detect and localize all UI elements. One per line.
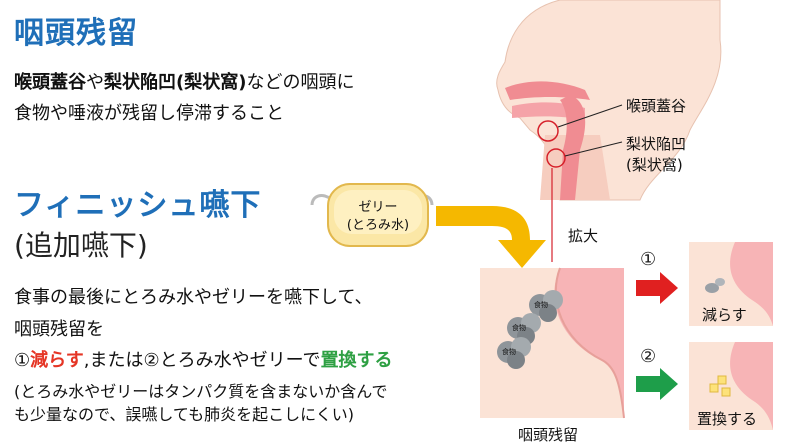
jelly-icon <box>310 183 434 247</box>
jelly-label: ゼリー (とろみ水) <box>330 199 426 235</box>
intro-line-2: 食物や唾液が残留し停滞すること <box>14 103 284 124</box>
label-piriform: 梨状陥凹 <box>626 135 687 153</box>
body-line-3: ①減らす,または②とろみ水やゼリーで置換する <box>14 346 393 372</box>
heading-additional-swallow: (追加嚥下) <box>14 229 148 262</box>
term-piriform: 梨状陥凹(梨状窩) <box>104 72 247 93</box>
label-vallecula: 喉頭蓋谷 <box>626 97 687 115</box>
option-num-1: ① <box>640 249 657 270</box>
option-num-2: ② <box>640 346 657 367</box>
option-replace-label: 置換する <box>697 410 758 428</box>
intro-line-1: 喉頭蓋谷や梨状陥凹(梨状窩)などの咽頭に <box>14 68 354 94</box>
jelly-label-line-2: (とろみ水) <box>346 218 410 233</box>
yellow-arrow-icon <box>436 206 546 268</box>
intro-tail: などの咽頭に <box>246 72 355 93</box>
option2-panel <box>689 342 773 430</box>
jelly-label-line-1: ゼリー <box>358 200 398 215</box>
red-arrow-icon <box>636 272 678 304</box>
food-cluster-1 <box>529 290 563 322</box>
food-label-2: 食物 <box>512 324 526 332</box>
term-vallecula: 喉頭蓋谷 <box>14 72 86 93</box>
body-line-1: 食事の最後にとろみ水やゼリーを嚥下して、 <box>14 287 373 308</box>
food-cluster-2 <box>507 313 541 345</box>
green-arrow-icon <box>636 368 678 400</box>
intro-connector: や <box>86 72 104 93</box>
food-label-3: 食物 <box>502 348 516 356</box>
heading-finish-swallow: フィニッシュ嚥下 <box>14 188 262 223</box>
body-mid-text: ,または②とろみ水やゼリーで <box>83 350 321 371</box>
label-magnify: 拡大 <box>568 227 599 245</box>
replace-text: 置換する <box>320 350 393 371</box>
body-line-2: 咽頭残留を <box>14 319 104 340</box>
label-residue: 咽頭残留 <box>518 426 579 444</box>
reduce-text: 減らす <box>30 350 84 371</box>
food-label-1: 食物 <box>534 301 548 309</box>
note-line-2: も少量なので、誤嚥しても肺炎を起こしにくい) <box>14 405 355 424</box>
option-reduce-label: 減らす <box>702 306 747 324</box>
heading-pharyngeal-residue: 咽頭残留 <box>14 16 138 51</box>
head-profile <box>496 0 722 262</box>
food-cluster-3 <box>497 337 531 369</box>
num-1: ① <box>14 350 31 371</box>
label-piriform-alt: (梨状窩) <box>626 156 683 174</box>
option1-panel <box>689 242 773 326</box>
note-line-1: (とろみ水やゼリーはタンパク質を含まないか含んで <box>14 382 388 401</box>
